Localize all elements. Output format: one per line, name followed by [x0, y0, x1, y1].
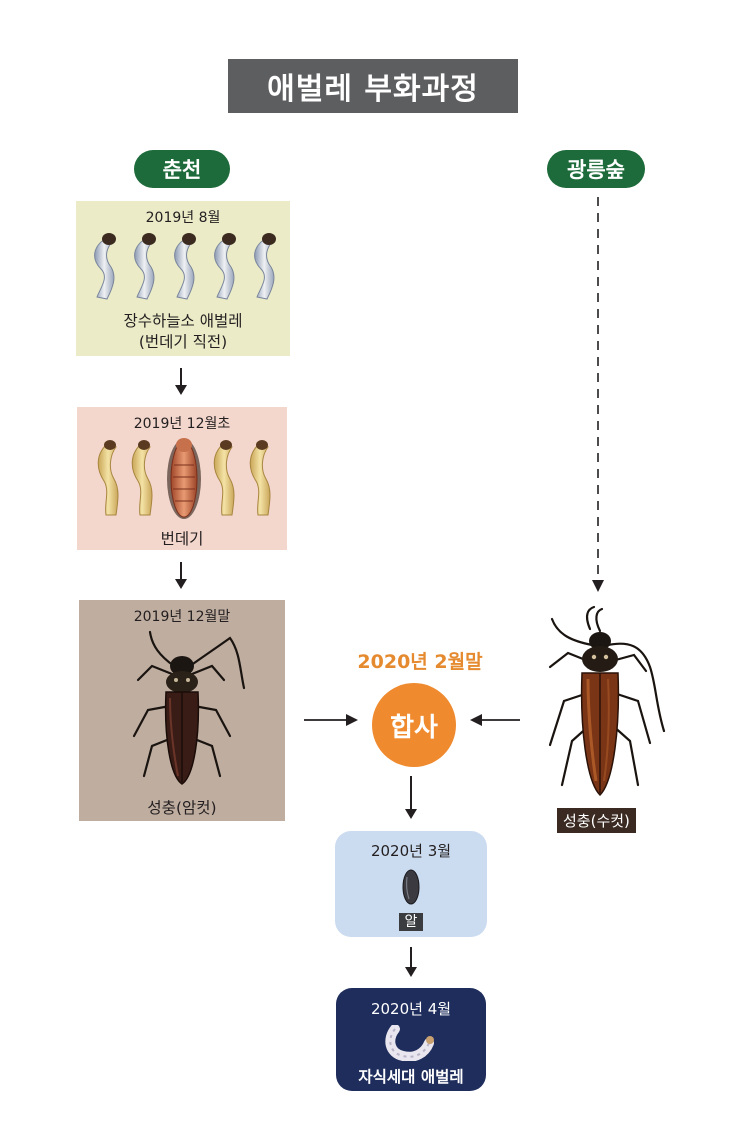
arrow-left — [470, 714, 520, 726]
stage-female-box: 2019년 12월말 성충(암컷) — [79, 600, 285, 821]
site-badge-gwangneung: 광릉숲 — [547, 150, 645, 188]
dashed-connector — [592, 197, 604, 592]
stage-larvae-box: 2019년 8월 장수하늘소 애벌레 (번데기 직전) — [76, 201, 290, 356]
mating-date: 2020년 2월말 — [357, 651, 483, 673]
mating-circle: 합사 — [372, 683, 456, 767]
pupa-image — [97, 438, 271, 519]
egg-caption: 알 — [398, 913, 424, 931]
male-caption: 성충(수컷) — [557, 808, 636, 833]
arrow-right — [304, 714, 358, 726]
larvae-image — [94, 233, 276, 300]
stage-caption-sub: (번데기 직전) — [138, 333, 228, 351]
stage-caption: 번데기 — [160, 530, 204, 548]
female-beetle-image — [132, 630, 246, 785]
egg-image — [402, 869, 420, 905]
male-beetle-image — [548, 605, 666, 797]
stage-caption: 성충(암컷) — [147, 799, 217, 817]
offspring-larva-image — [385, 1025, 434, 1061]
stage-date: 2019년 12월초 — [133, 416, 231, 432]
egg-box: 2020년 3월 알 — [335, 831, 487, 937]
egg-date: 2020년 3월 — [370, 842, 452, 860]
site-badge-chuncheon: 춘천 — [134, 150, 230, 188]
offspring-date: 2020년 4월 — [370, 1000, 452, 1018]
page-title: 애벌레 부화과정 — [228, 59, 518, 113]
stage-pupa-box: 2019년 12월초 — [77, 407, 287, 550]
offspring-box: 2020년 4월 자식세대 애벌레 — [336, 988, 486, 1091]
offspring-caption: 자식세대 애벌레 — [358, 1068, 464, 1086]
stage-date: 2019년 12월말 — [133, 609, 231, 625]
stage-caption: 장수하늘소 애벌레 — [123, 312, 243, 330]
stage-date: 2019년 8월 — [145, 210, 221, 226]
